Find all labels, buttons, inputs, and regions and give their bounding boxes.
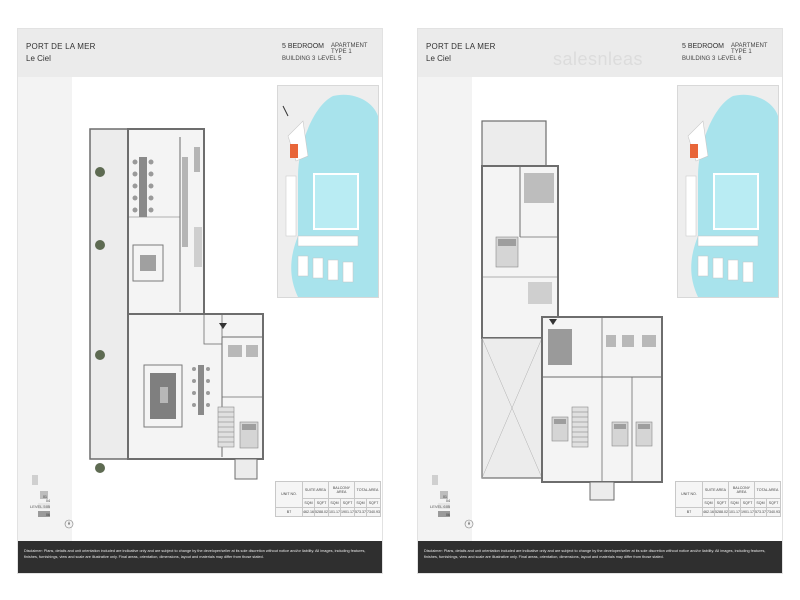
site-keymap: [677, 85, 779, 298]
area-table: UNIT NO. SUITE AREA BALCONY AREA TOTAL A…: [675, 481, 781, 518]
unit-no-header: UNIT NO.: [275, 481, 303, 508]
level-number: LEVEL 6: [718, 56, 742, 62]
building-number: BUILDING 3 -: [282, 56, 323, 62]
svg-text:05: 05: [46, 505, 50, 509]
project-name: PORT DE LA MER: [426, 42, 496, 51]
svg-text:06: 06: [446, 513, 450, 517]
area-table: UNIT NO. SUITE AREA BALCONY AREA TOTAL A…: [275, 481, 381, 518]
floor-plan-drawing: [89, 128, 264, 480]
sheet-header: PORT DE LA MER Le Ciel 5 BEDROOM APARTME…: [18, 29, 382, 77]
bedroom-count: 5 BEDROOM: [282, 43, 325, 50]
balcony-area-header: BALCONY AREA: [328, 481, 355, 499]
building-number: BUILDING 3 -: [682, 56, 723, 62]
suite-area-header: SUITE AREA: [702, 481, 729, 499]
svg-text:04: 04: [46, 499, 50, 503]
svg-text:01: 01: [443, 495, 447, 499]
unit-locator-diagram: 01 04 05 06: [32, 475, 50, 517]
svg-text:01: 01: [43, 495, 47, 499]
suite-area-header: SUITE AREA: [302, 481, 329, 499]
watermark: salesnleas: [553, 49, 644, 69]
balcony-area-header: BALCONY AREA: [728, 481, 755, 499]
floor-plan-sheet-level-6: PORT DE LA MER Le Ciel salesnleas 5 BEDR…: [417, 28, 783, 574]
apartment-type: APARTMENT TYPE 1: [331, 43, 368, 55]
apartment-type: APARTMENT TYPE 1: [731, 43, 768, 55]
disclaimer-footer: Disclaimer: Plans, details and unit orie…: [18, 541, 382, 573]
bedroom-count: 5 BEDROOM: [682, 43, 725, 50]
svg-text:06: 06: [46, 513, 50, 517]
building-name: Le Ciel: [426, 54, 451, 63]
margin-column: [418, 77, 472, 542]
project-name: PORT DE LA MER: [26, 42, 96, 51]
disclaimer-text: Disclaimer: Plans, details and unit orie…: [424, 549, 766, 559]
unit-locator-diagram: 01 04 05 06: [432, 475, 450, 517]
unit-no: B7: [275, 506, 303, 518]
floor-plan-sheet-level-5: PORT DE LA MER Le Ciel 5 BEDROOM APARTME…: [17, 28, 383, 574]
floor-plan-drawing: [481, 120, 663, 501]
north-arrow-icon: [64, 519, 74, 529]
site-keymap: [277, 85, 379, 298]
margin-column: [18, 77, 72, 542]
level-caption: LEVEL 6: [430, 504, 446, 509]
sheet-header: PORT DE LA MER Le Ciel salesnleas 5 BEDR…: [418, 29, 782, 77]
level-caption: LEVEL 5: [30, 504, 46, 509]
north-arrow-icon: [464, 519, 474, 529]
total-area-header: TOTAL AREA: [354, 481, 381, 499]
svg-text:05: 05: [446, 505, 450, 509]
total-area-header: TOTAL AREA: [754, 481, 781, 499]
unit-no-header: UNIT NO.: [675, 481, 703, 508]
disclaimer-text: Disclaimer: Plans, details and unit orie…: [24, 549, 366, 559]
disclaimer-footer: Disclaimer: Plans, details and unit orie…: [418, 541, 782, 573]
building-name: Le Ciel: [26, 54, 51, 63]
level-number: LEVEL 5: [318, 56, 342, 62]
svg-text:04: 04: [446, 499, 450, 503]
unit-no: B7: [675, 506, 703, 518]
